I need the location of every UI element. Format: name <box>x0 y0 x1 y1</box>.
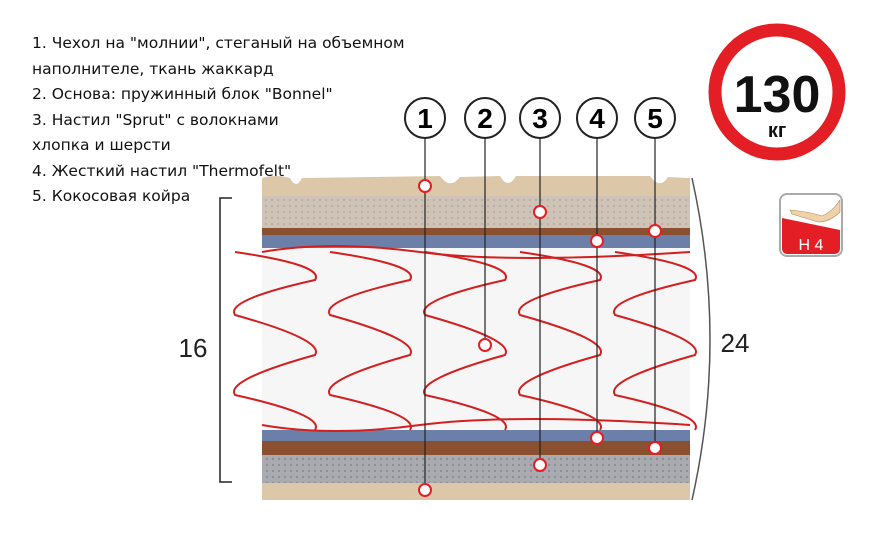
top-cover-layer <box>262 176 690 196</box>
spring-coil <box>518 251 602 431</box>
callout-dots <box>418 179 662 497</box>
max-load-badge: 130 кг <box>708 23 846 161</box>
spring-coil <box>613 251 697 431</box>
firmness-label: H 4 <box>799 237 824 254</box>
spring-frame-wire <box>261 245 691 259</box>
spring-coil <box>328 251 412 431</box>
total-height-bracket <box>691 177 711 501</box>
spring-coil <box>423 251 507 431</box>
max-load-unit: кг <box>768 120 786 142</box>
callout-lines <box>424 138 656 490</box>
hand-icon <box>789 199 841 223</box>
callout-5: 5 <box>647 103 663 134</box>
spring-frame-wire <box>261 418 691 432</box>
sprut-layer-bottom <box>262 455 690 483</box>
firmness-badge: H 4 <box>779 193 843 257</box>
total-height-label: 24 <box>721 328 750 358</box>
core-height-label: 16 <box>179 333 208 363</box>
spring-coil <box>233 251 317 431</box>
thermofelt-layer-bottom <box>262 430 690 441</box>
coconut-layer-top <box>262 228 690 235</box>
callout-3: 3 <box>532 103 548 134</box>
legend-line: 5. Кокосовая койра <box>32 187 191 205</box>
layer-legend: 1. Чехол на "молнии", стеганый на объемн… <box>32 31 405 210</box>
coconut-layer-bottom <box>262 441 690 455</box>
core-height-bracket <box>219 197 232 483</box>
callout-badges: 1 2 3 4 5 <box>404 97 676 139</box>
legend-line: наполнителе, ткань жаккард <box>32 59 274 78</box>
bottom-cover-layer <box>262 483 690 500</box>
bonnel-springs <box>233 245 697 432</box>
legend-line: хлопка и шерсти <box>32 136 171 154</box>
legend-line: 1. Чехол на "молнии", стеганый на объемн… <box>32 34 405 52</box>
sprut-layer-top <box>262 196 690 228</box>
thermofelt-layer-top <box>262 235 690 248</box>
legend-line: 3. Настил "Sprut" с волокнами <box>32 110 279 129</box>
max-load-value: 130 <box>734 66 821 124</box>
legend-line: 2. Основа: пружинный блок "Bonnel" <box>32 85 333 103</box>
callout-2: 2 <box>477 103 493 134</box>
legend-line: 4. Жесткий настил "Thermofelt" <box>32 161 292 180</box>
spring-block <box>262 248 690 430</box>
callout-1: 1 <box>417 103 433 134</box>
callout-4: 4 <box>589 103 605 134</box>
